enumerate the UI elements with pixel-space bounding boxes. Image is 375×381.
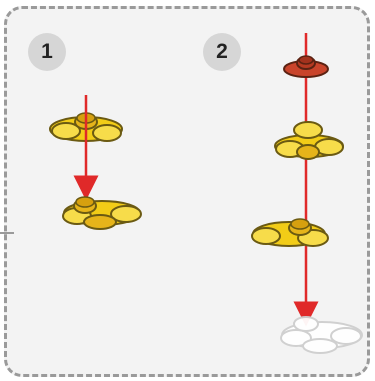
- step-number-badge-1: 1: [28, 33, 66, 71]
- step-2-flower-lower-icon: [251, 218, 329, 247]
- step-number-2: 2: [216, 40, 228, 63]
- step-2-flower-mid-icon: [274, 121, 344, 160]
- step-2-ghost-flower-icon: [280, 316, 363, 354]
- step-number-badge-2: 2: [203, 33, 241, 71]
- step-2-red-flower-icon: [283, 55, 329, 78]
- step-1-flower-bottom-icon: [62, 196, 142, 230]
- panel-connector-line: [0, 232, 14, 234]
- step-number-1: 1: [41, 40, 53, 63]
